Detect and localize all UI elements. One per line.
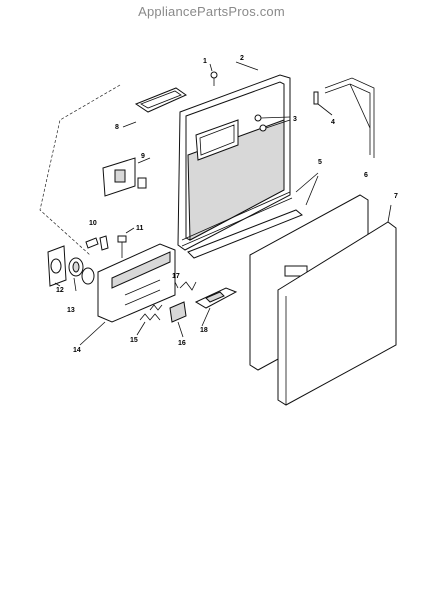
callout-10: 10 — [89, 220, 97, 227]
callout-leaders — [54, 121, 211, 346]
callout-1: 1 — [203, 58, 207, 65]
callout-4: 4 — [331, 119, 335, 126]
part-2-inner-door — [177, 61, 293, 251]
callout-16: 16 — [178, 340, 186, 347]
part-1-screw — [209, 63, 218, 86]
part-13-rings — [68, 257, 95, 285]
callout-3: 3 — [293, 116, 297, 123]
part-7-outer-door — [277, 204, 397, 406]
callout-13: 13 — [67, 307, 75, 314]
callout-6: 6 — [364, 172, 368, 179]
part-11-screws — [117, 227, 135, 258]
part-9-latch-plate — [102, 157, 147, 197]
callout-7: 7 — [394, 193, 398, 200]
callout-8: 8 — [115, 124, 119, 131]
part-18-strike — [194, 287, 238, 309]
site-watermark: AppliancePartsPros.com — [138, 4, 285, 19]
callout-17: 17 — [172, 273, 180, 280]
callout-18: 18 — [200, 327, 208, 334]
part-4-hinge-bracket — [313, 77, 375, 158]
callout-15: 15 — [130, 337, 138, 344]
part-5-hinge-strip — [187, 172, 319, 259]
callout-14: 14 — [73, 347, 81, 354]
callout-11: 11 — [136, 225, 144, 232]
callout-9: 9 — [141, 153, 145, 160]
part-8-gasket — [134, 87, 188, 113]
callout-5: 5 — [318, 159, 322, 166]
part-12-handle-bracket — [47, 245, 67, 287]
dashed-leader — [39, 84, 121, 256]
part-10-clip — [85, 235, 109, 251]
callout-12: 12 — [56, 287, 64, 294]
part-3-fasteners — [254, 114, 291, 132]
part-16-block — [169, 301, 187, 323]
part-15-springs — [139, 304, 163, 321]
part-14-latch-housing — [97, 243, 176, 323]
part-17-actuator — [174, 281, 197, 291]
callout-2: 2 — [240, 55, 244, 62]
